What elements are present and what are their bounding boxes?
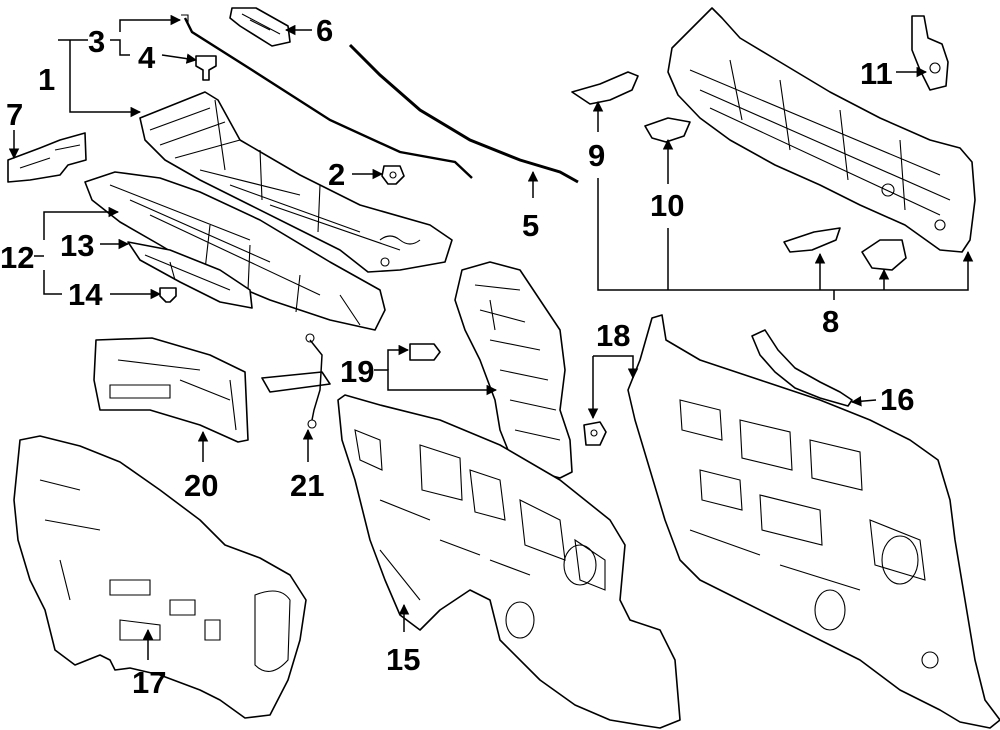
part-8-cowl-panel-assy bbox=[667, 7, 976, 253]
part-4-clip bbox=[195, 55, 217, 81]
part-21-bracket bbox=[261, 333, 331, 429]
leader-12 bbox=[34, 206, 120, 295]
callout-12: 12 bbox=[0, 240, 34, 275]
callout-5: 5 bbox=[522, 208, 539, 243]
callout-11: 11 bbox=[860, 56, 893, 91]
callout-13: 13 bbox=[60, 228, 94, 263]
callout-17: 17 bbox=[132, 665, 166, 700]
part-17-dash-insulator bbox=[13, 435, 307, 719]
callout-15: 15 bbox=[386, 642, 420, 677]
dash-panel-right bbox=[627, 314, 1000, 729]
part-12-cowl-lower-panel bbox=[84, 171, 386, 331]
callout-7: 7 bbox=[6, 97, 23, 132]
callout-10: 10 bbox=[650, 188, 684, 223]
leader-4 bbox=[161, 53, 198, 64]
callout-16: 16 bbox=[880, 382, 914, 417]
callout-9: 9 bbox=[588, 138, 605, 173]
callout-8: 8 bbox=[822, 304, 839, 339]
part-13-panel bbox=[127, 241, 253, 309]
part-18-clip bbox=[583, 421, 607, 446]
part-8-sub-bracket-a bbox=[783, 227, 841, 253]
leader-16 bbox=[850, 395, 877, 407]
callout-2: 2 bbox=[328, 157, 345, 192]
callout-4: 4 bbox=[138, 40, 156, 75]
part-19-dash-bracket bbox=[454, 261, 573, 479]
leader-19 bbox=[374, 344, 498, 396]
leader-1 bbox=[58, 39, 142, 118]
callout-20: 20 bbox=[184, 468, 218, 503]
part-15-dash-panel bbox=[337, 394, 681, 729]
part-2-clip bbox=[381, 165, 405, 185]
part-14-clip bbox=[159, 287, 177, 303]
part-5-seal bbox=[348, 43, 579, 184]
part-19-clip bbox=[409, 343, 441, 361]
part-6-bracket bbox=[229, 7, 291, 47]
callout-21: 21 bbox=[290, 468, 324, 503]
leader-3 bbox=[110, 14, 182, 56]
leader-8 bbox=[597, 178, 974, 300]
part-7-insulator bbox=[7, 132, 87, 183]
part-9-bracket bbox=[571, 71, 639, 105]
part-8-sub-bracket-b bbox=[861, 239, 907, 271]
part-20-insulator-pad bbox=[93, 337, 249, 443]
callout-1: 1 bbox=[38, 62, 55, 97]
part-11-bracket bbox=[911, 15, 949, 91]
part-3-weatherstrip bbox=[181, 14, 473, 179]
callout-18: 18 bbox=[596, 318, 630, 353]
callout-3: 3 bbox=[88, 24, 105, 59]
callout-14: 14 bbox=[68, 277, 103, 312]
leader-18 bbox=[587, 355, 639, 420]
part-10-bracket bbox=[644, 117, 691, 143]
callout-19: 19 bbox=[340, 354, 374, 389]
callout-6: 6 bbox=[316, 13, 333, 48]
part-1-cowl-top-panel bbox=[139, 91, 453, 273]
